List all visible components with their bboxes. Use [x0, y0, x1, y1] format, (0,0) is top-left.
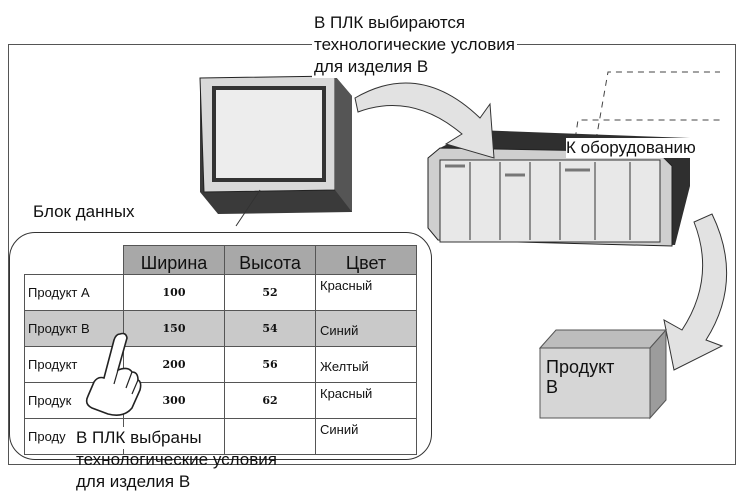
- header-width: Ширина: [123, 245, 225, 275]
- caption-top-line: для изделия В: [314, 57, 429, 76]
- plc-rack-icon: [427, 130, 690, 247]
- product-box-label: Продукт В: [546, 357, 614, 397]
- table-corner: [24, 245, 124, 275]
- pointing-hand-icon: [85, 332, 142, 416]
- row-height: 52: [224, 274, 316, 311]
- arrow-to-plc: [354, 82, 495, 159]
- caption-plc-selects: В ПЛК выбираются технологические условия…: [312, 12, 517, 78]
- row-name: Продукт А: [24, 274, 124, 311]
- table-row[interactable]: Продукт 200 56 Желтый: [24, 346, 417, 383]
- row-height: 56: [224, 346, 316, 383]
- caption-bottom-line: для изделия В: [76, 472, 191, 491]
- row-color: Желтый: [315, 346, 417, 383]
- row-color: Синий: [315, 418, 417, 455]
- row-color: Красный: [315, 382, 417, 419]
- product-box-line: В: [546, 377, 559, 397]
- caption-bottom-line: технологические условия: [76, 450, 277, 469]
- row-width: 150: [123, 310, 225, 347]
- table-row-selected[interactable]: Продукт В 150 54 Синий: [24, 310, 417, 347]
- row-height: 54: [224, 310, 316, 347]
- row-height: 62: [224, 382, 316, 419]
- header-height: Высота: [224, 245, 316, 275]
- caption-top-line: В ПЛК выбираются: [314, 13, 466, 32]
- cable-dash-1: [595, 71, 720, 141]
- row-color: Красный: [315, 274, 417, 311]
- row-width: 100: [123, 274, 225, 311]
- table-header-row: Ширина Высота Цвет: [24, 245, 417, 275]
- data-block-label: Блок данных: [33, 202, 135, 221]
- caption-top-line: технологические условия: [314, 35, 515, 54]
- caption-plc-selected: В ПЛК выбраны технологические условия дл…: [76, 427, 277, 493]
- equipment-label: К оборудованию: [566, 138, 696, 158]
- row-color: Синий: [315, 310, 417, 347]
- product-box-icon: [538, 328, 668, 420]
- caption-bottom-line: В ПЛК выбраны: [76, 427, 202, 449]
- touch-panel-icon: [199, 75, 352, 227]
- row-name: Продукт В: [24, 310, 124, 347]
- arrow-to-product: [663, 213, 728, 371]
- table-row[interactable]: Продукт А 100 52 Красный: [24, 274, 417, 311]
- header-color: Цвет: [315, 245, 417, 275]
- product-box-line: Продукт: [546, 357, 615, 377]
